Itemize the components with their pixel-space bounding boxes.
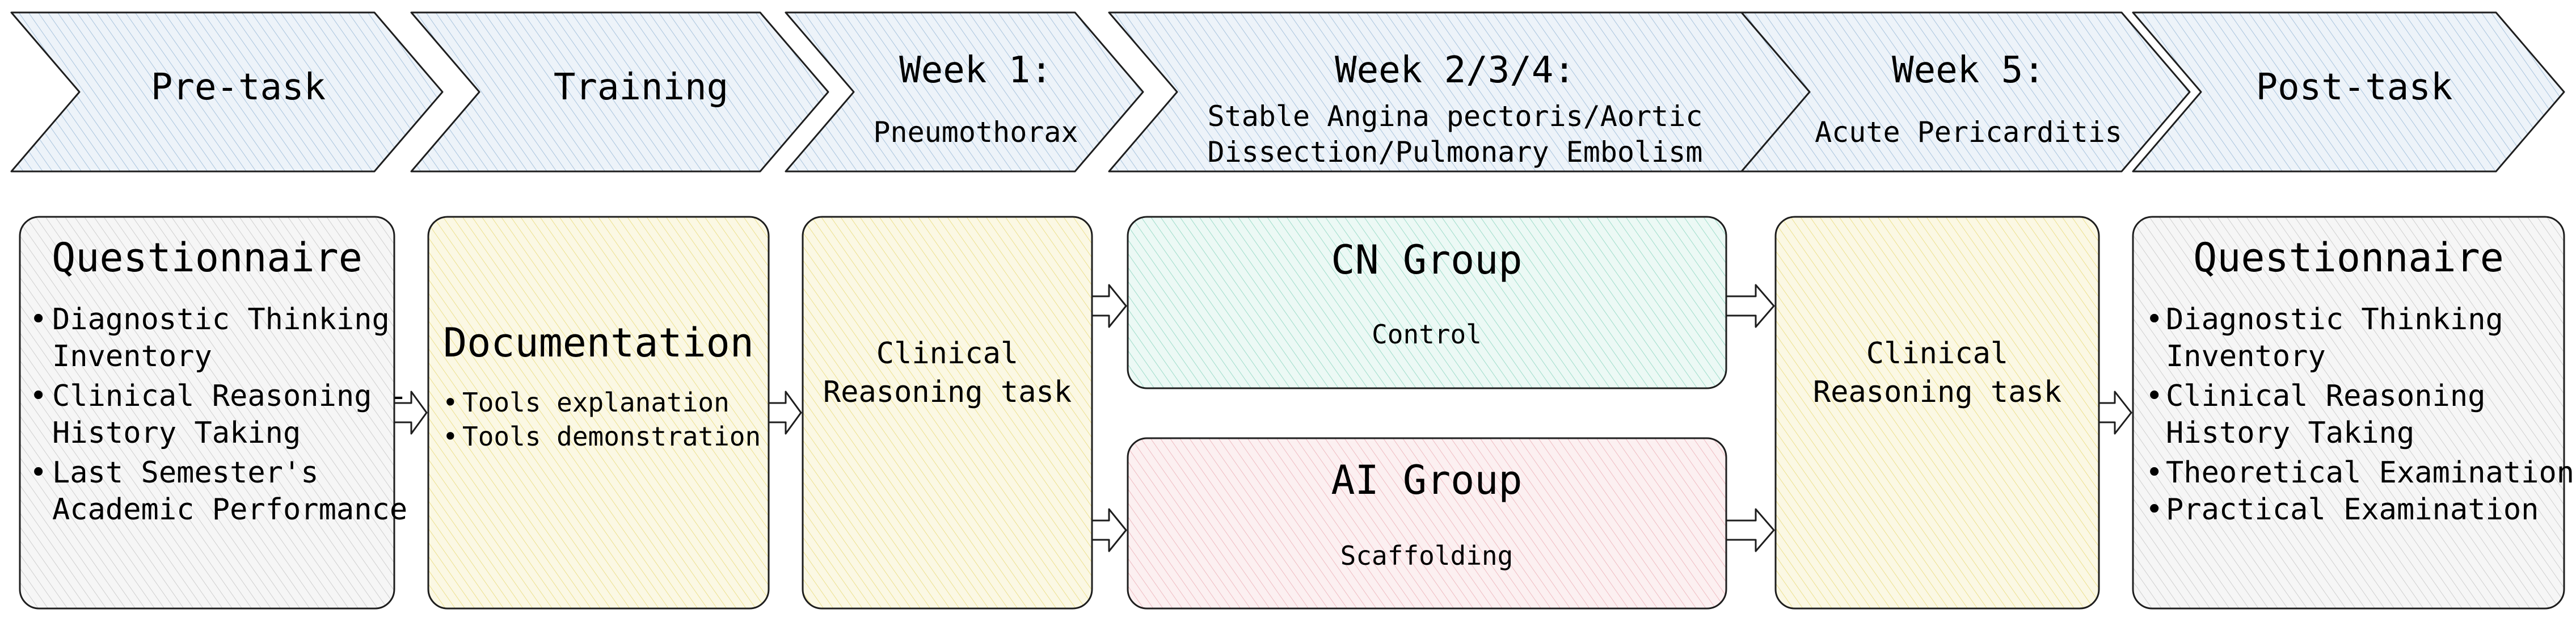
phase-subtitle: Acute Pericarditis: [1815, 116, 2122, 149]
phase-subtitle-line1: Stable Angina pectoris/Aortic: [1208, 100, 1703, 133]
list-item: Tools explanation: [462, 387, 730, 418]
group-subtitle: Scaffolding: [1340, 540, 1513, 571]
task-label-line2: Reasoning task: [823, 375, 1072, 409]
cn-group-box: CN Group Control: [1127, 216, 1727, 389]
phase-post-task: Post-task: [2132, 11, 2565, 173]
bullet: •: [29, 303, 47, 337]
list-item: Clinical Reasoning -: [52, 379, 407, 413]
bullet: •: [2145, 456, 2163, 490]
list-item: Theoretical Examination: [2166, 456, 2574, 490]
bullet: •: [29, 456, 47, 490]
box-title: Questionnaire: [52, 234, 362, 281]
week5-task-box: Clinical Reasoning task: [1774, 216, 2100, 610]
phase-title: Week 5:: [1892, 49, 2045, 91]
list-item: Last Semester's: [52, 456, 319, 490]
list-item-continued: Inventory: [2166, 339, 2326, 373]
post-questionnaire-box: Questionnaire • Diagnostic Thinking Inve…: [2132, 216, 2574, 610]
task-label-line2: Reasoning task: [1813, 375, 2061, 409]
bullet: •: [442, 421, 458, 452]
week1-task-box: Clinical Reasoning task: [802, 216, 1093, 610]
phase-title: Week 1:: [899, 49, 1052, 91]
list-item: Diagnostic Thinking: [52, 303, 390, 337]
phase-title: Week 2/3/4:: [1335, 49, 1575, 91]
arrow-week5-to-post: [2098, 391, 2132, 435]
phase-subtitle: Pneumothorax: [873, 116, 1078, 149]
arrow-week1-to-cn: [1091, 284, 1127, 328]
list-item: Tools demonstration: [462, 421, 761, 452]
box-title: Documentation: [443, 320, 754, 366]
phase-week-5: Week 5: Acute Pericarditis: [1740, 11, 2191, 173]
arrow-pre-to-documentation: [393, 391, 428, 435]
group-title: CN Group: [1331, 237, 1522, 283]
list-item-continued: Academic Performance: [52, 493, 407, 527]
phase-title: Post-task: [2256, 66, 2453, 108]
phase-week-2-3-4: Week 2/3/4: Stable Angina pectoris/Aorti…: [1108, 11, 1811, 173]
group-title: AI Group: [1331, 457, 1522, 503]
bullet: •: [2145, 493, 2163, 527]
list-item: Practical Examination: [2166, 493, 2539, 527]
list-item-continued: History Taking: [52, 416, 301, 450]
phase-week-1: Week 1: Pneumothorax: [785, 11, 1144, 173]
phase-training: Training: [410, 11, 829, 173]
arrow-week1-to-ai: [1091, 508, 1127, 552]
bullet: •: [2145, 303, 2163, 337]
phase-pre-task: Pre-task: [10, 11, 444, 173]
phase-title: Training: [554, 66, 728, 108]
documentation-box: Documentation • Tools explanation • Tool…: [427, 216, 770, 610]
list-item: Clinical Reasoning: [2166, 379, 2486, 413]
list-item-continued: Inventory: [52, 339, 212, 373]
task-label-line1: Clinical: [876, 337, 1018, 371]
arrow-documentation-to-week1: [768, 391, 802, 435]
arrow-cn-to-week5: [1725, 284, 1775, 328]
bullet: •: [29, 379, 47, 413]
pre-questionnaire-box: Questionnaire • Diagnostic Thinking Inve…: [19, 216, 407, 610]
box-title: Questionnaire: [2193, 234, 2504, 281]
group-subtitle: Control: [1372, 319, 1482, 350]
list-item-continued: History Taking: [2166, 416, 2414, 450]
list-item: Diagnostic Thinking: [2166, 303, 2503, 337]
arrow-ai-to-week5: [1725, 508, 1775, 552]
bullet: •: [2145, 379, 2163, 413]
phase-title: Pre-task: [151, 66, 326, 108]
ai-group-box: AI Group Scaffolding: [1127, 437, 1727, 610]
bullet: •: [442, 387, 458, 418]
task-label-line1: Clinical: [1866, 337, 2008, 371]
phase-subtitle-line2: Dissection/Pulmonary Embolism: [1208, 136, 1703, 169]
